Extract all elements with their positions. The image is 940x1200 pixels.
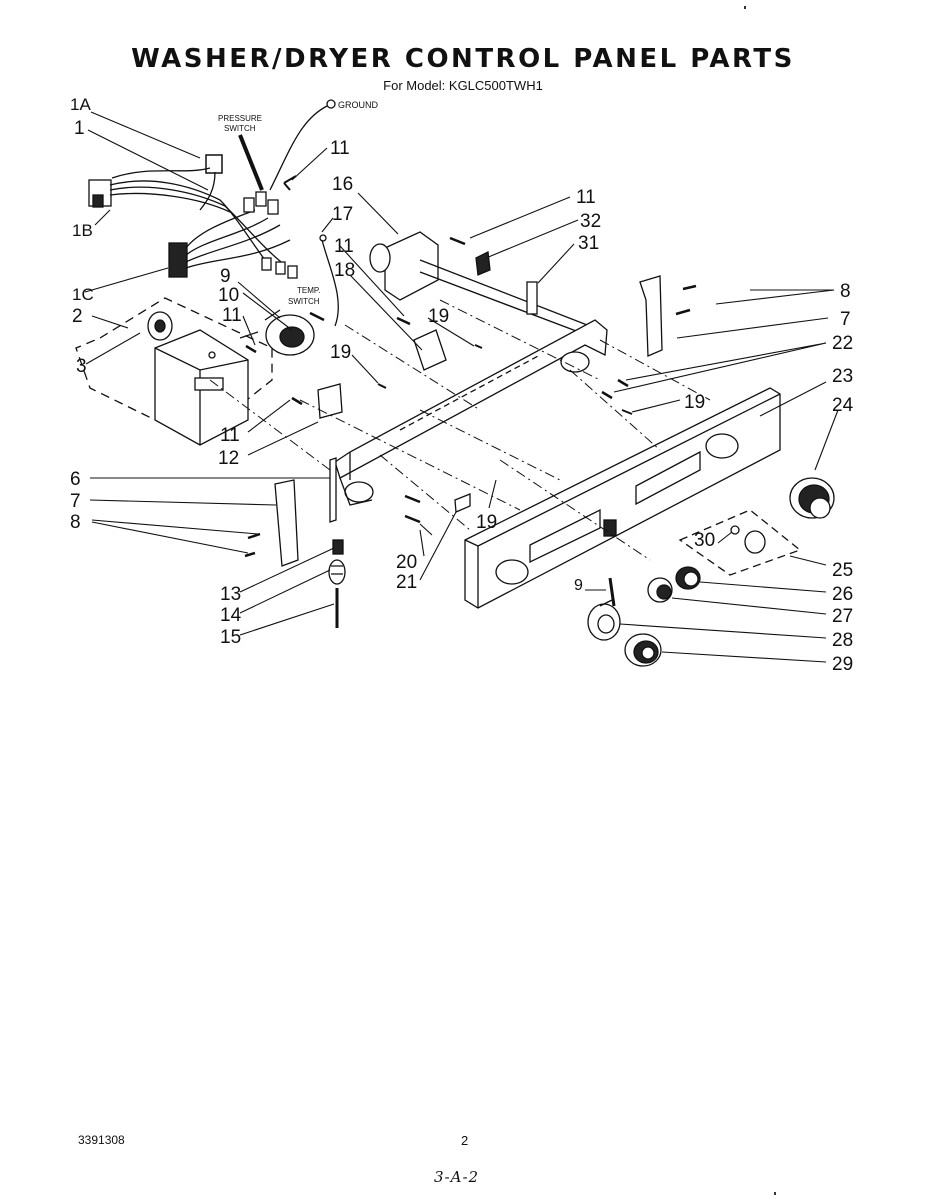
callout-31: 31 bbox=[578, 233, 599, 254]
callout-19d: 19 bbox=[476, 512, 497, 533]
console-bracket bbox=[334, 319, 608, 506]
callout-7R: 7 bbox=[840, 309, 851, 330]
wiring-harness bbox=[88, 154, 298, 279]
callout-1a: 1A bbox=[70, 95, 91, 114]
callout-11c: 11 bbox=[330, 138, 350, 159]
callout-1b: 1B bbox=[72, 221, 93, 240]
callout-28: 28 bbox=[832, 630, 853, 651]
callout-2: 2 bbox=[72, 306, 83, 327]
callout-19a: 19 bbox=[428, 306, 449, 327]
callout-21: 21 bbox=[396, 572, 417, 593]
callout-14: 14 bbox=[220, 605, 242, 626]
temp-switch bbox=[239, 309, 315, 356]
svg-text:TEMP.: TEMP. bbox=[297, 286, 320, 295]
leader-lines bbox=[84, 111, 839, 663]
svg-text:SWITCH: SWITCH bbox=[288, 297, 320, 306]
page-title: WASHER/DRYER CONTROL PANEL PARTS bbox=[131, 44, 795, 74]
timer-assembly bbox=[75, 297, 273, 446]
knob-28 bbox=[587, 599, 621, 641]
model-subtitle: For Model: KGLC500TWH1 bbox=[383, 78, 543, 93]
part-number: 3391308 bbox=[78, 1133, 125, 1147]
callout-13: 13 bbox=[220, 584, 241, 605]
callout-23: 23 bbox=[832, 366, 853, 387]
callout-1: 1 bbox=[74, 118, 85, 139]
ground-label: GROUND bbox=[338, 100, 378, 110]
svg-text:SWITCH: SWITCH bbox=[224, 124, 256, 133]
page-number: 2 bbox=[461, 1133, 469, 1148]
callout-27: 27 bbox=[832, 606, 853, 627]
callout-1c: 1C bbox=[72, 285, 94, 304]
callout-3: 3 bbox=[76, 356, 87, 377]
callout-30: 30 bbox=[694, 530, 715, 551]
front-control-panel bbox=[464, 387, 781, 609]
callout-8L: 8 bbox=[70, 512, 81, 533]
callout-15: 15 bbox=[220, 627, 241, 648]
brackets bbox=[274, 251, 663, 567]
scan-speck bbox=[774, 1192, 776, 1195]
callout-26: 26 bbox=[832, 584, 853, 605]
callout-10: 10 bbox=[218, 285, 239, 306]
callout-32: 32 bbox=[580, 211, 601, 232]
callout-9b: 9 bbox=[574, 577, 583, 594]
knob-24 bbox=[789, 477, 835, 519]
temp-switch-label: TEMP. SWITCH bbox=[288, 286, 320, 306]
screws bbox=[244, 175, 697, 558]
callout-9a: 9 bbox=[220, 266, 231, 287]
callout-12: 12 bbox=[218, 448, 239, 469]
knob-27 bbox=[647, 577, 673, 603]
callout-11d: 11 bbox=[334, 236, 354, 257]
svg-text:PRESSURE: PRESSURE bbox=[218, 114, 262, 123]
knob-29 bbox=[624, 633, 662, 667]
pressure-switch-label: PRESSURE SWITCH bbox=[218, 114, 264, 191]
callout-6: 6 bbox=[70, 469, 81, 490]
callout-19c: 19 bbox=[684, 392, 705, 413]
callout-20: 20 bbox=[396, 552, 417, 573]
section-code: 3-A-2 bbox=[434, 1168, 480, 1186]
callout-29: 29 bbox=[832, 654, 853, 675]
knob-26 bbox=[675, 566, 701, 590]
callout-16: 16 bbox=[332, 174, 353, 195]
callout-8R: 8 bbox=[840, 281, 851, 302]
sensor-wire bbox=[319, 234, 339, 327]
callout-7L: 7 bbox=[70, 491, 81, 512]
callout-19b: 19 bbox=[330, 342, 351, 363]
callout-17: 17 bbox=[332, 204, 353, 225]
callout-11e: 11 bbox=[576, 187, 596, 208]
component-16 bbox=[369, 231, 601, 341]
alignment-lines bbox=[209, 299, 711, 561]
callout-11a: 11 bbox=[222, 305, 242, 326]
set-screw-9 bbox=[608, 577, 616, 607]
scan-speck bbox=[744, 6, 746, 9]
callout-22: 22 bbox=[832, 333, 853, 354]
callout-18: 18 bbox=[334, 260, 355, 281]
callout-24: 24 bbox=[832, 395, 854, 416]
callouts: 1A 1 1B 1C 2 3 9 10 11 11 12 6 7 8 13 14… bbox=[70, 95, 854, 675]
knob-group-25 bbox=[678, 509, 802, 576]
lever-parts bbox=[328, 457, 346, 628]
callout-11b: 11 bbox=[220, 425, 240, 446]
ground-wire: GROUND bbox=[269, 99, 378, 191]
callout-25: 25 bbox=[832, 560, 853, 581]
